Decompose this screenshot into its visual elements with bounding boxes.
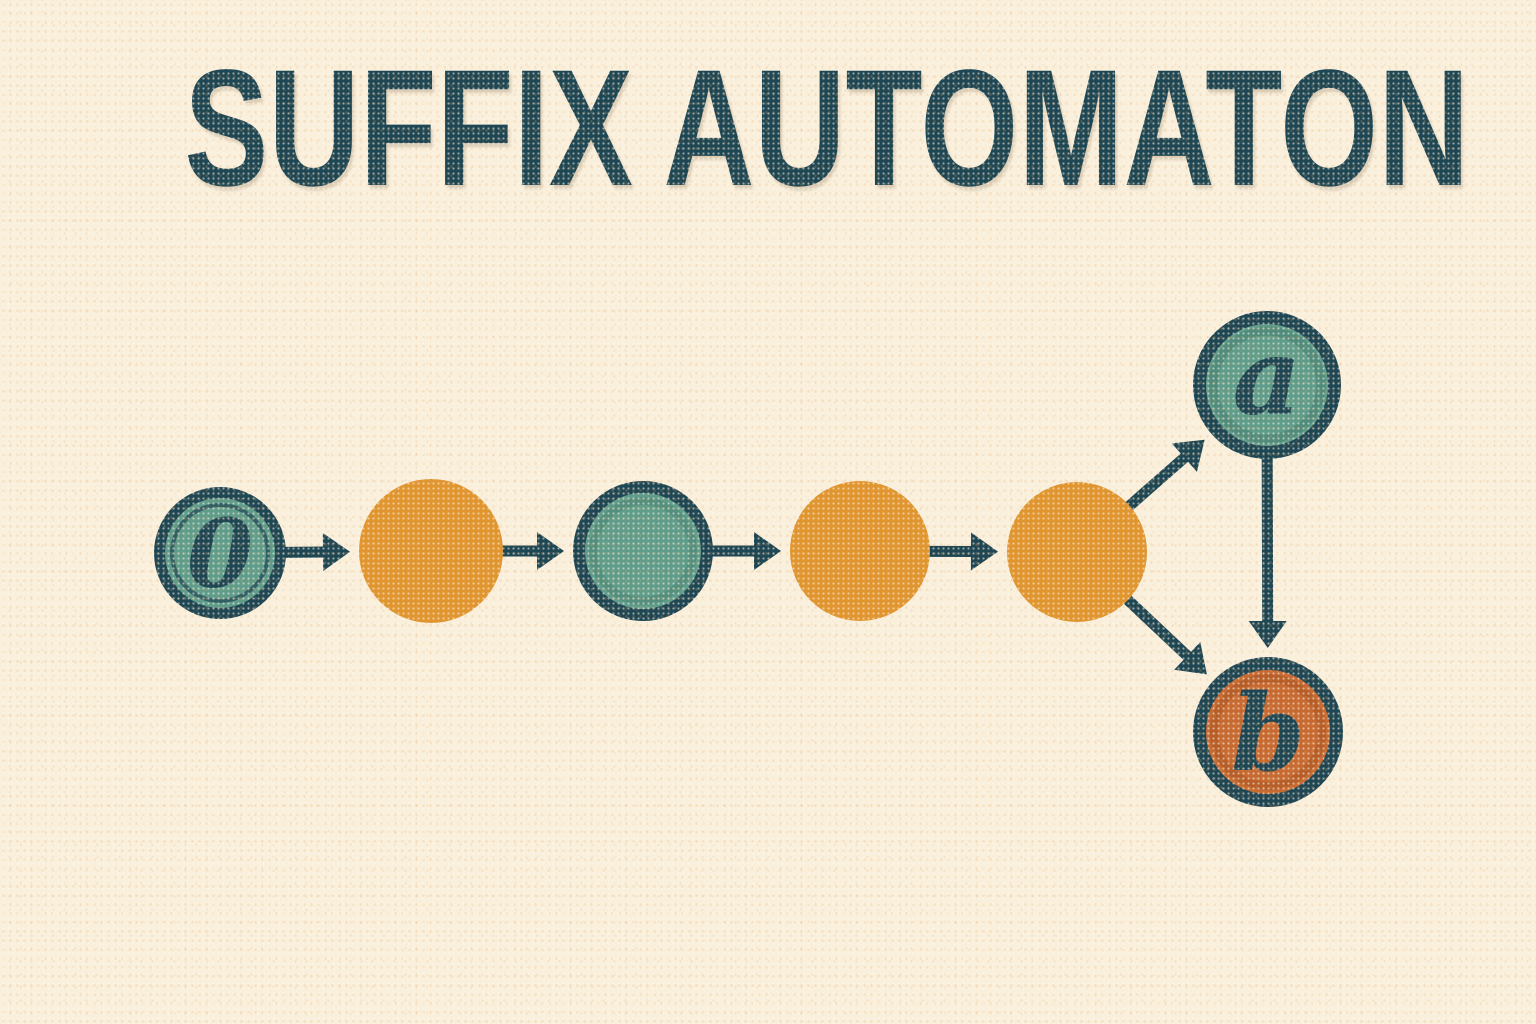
transition-arrow-q2-q3: [711, 532, 781, 570]
transition-arrow-q1-q2: [501, 532, 564, 570]
page-title: SUFFIX AUTOMATON: [184, 36, 1470, 221]
state-node-q1: [359, 479, 503, 623]
state-node-qb: b: [1193, 657, 1343, 807]
state-node-q2: [573, 481, 713, 621]
transition-arrow-q0-q1: [283, 533, 351, 572]
state-node-qa: a: [1193, 311, 1341, 459]
node-label-q0: 0: [187, 498, 253, 609]
node-label-qb: b: [1231, 670, 1305, 795]
transition-arrow-q3-q4: [927, 532, 999, 571]
transition-arrow-q4-qa: [1124, 439, 1205, 512]
transition-arrow-q4-qb: [1122, 594, 1207, 675]
state-node-q0: 0: [154, 487, 286, 619]
state-node-q4: [1007, 482, 1147, 622]
state-node-q3: [790, 481, 930, 621]
transition-arrow-qa-qb: [1248, 456, 1287, 649]
node-label-qa: a: [1233, 314, 1302, 439]
